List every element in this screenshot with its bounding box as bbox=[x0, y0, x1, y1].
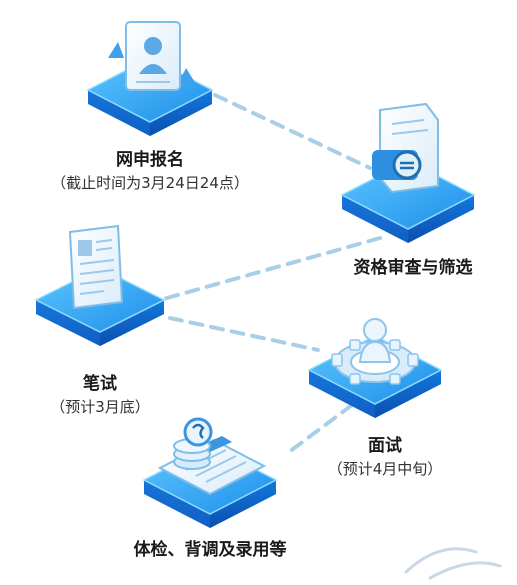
connector-1-2 bbox=[213, 93, 372, 170]
connectors bbox=[158, 93, 382, 457]
step-2-title: 资格审查与筛选 bbox=[353, 258, 473, 278]
connector-3-4 bbox=[168, 316, 320, 352]
step-5-label: 体检、背调及录用等 bbox=[100, 538, 320, 562]
step-4-note: （预计4月中旬） bbox=[327, 460, 443, 478]
id-card-icon bbox=[108, 21, 196, 91]
exam-paper-icon bbox=[68, 224, 124, 310]
step-3-title: 笔试 bbox=[83, 374, 117, 394]
step-4-label: 面试 （预计4月中旬） bbox=[290, 434, 480, 480]
interviewer-gear-icon bbox=[331, 318, 419, 385]
step-1-note: （截止时间为3月24日24点） bbox=[51, 174, 249, 192]
step-2-label: 资格审查与筛选 bbox=[318, 256, 508, 280]
clipboard-coins-icon bbox=[157, 417, 267, 496]
step-3-label: 笔试 （预计3月底） bbox=[10, 372, 190, 418]
document-check-icon bbox=[372, 102, 439, 194]
step-1-title: 网申报名 bbox=[116, 150, 184, 170]
connector-2-3 bbox=[158, 236, 382, 302]
step-4-title: 面试 bbox=[368, 436, 402, 456]
connector-4-5 bbox=[283, 403, 354, 457]
watermark-mark bbox=[404, 547, 502, 580]
step-1-label: 网申报名 （截止时间为3月24日24点） bbox=[0, 148, 300, 194]
step-3-note: （预计3月底） bbox=[50, 398, 150, 416]
step-5-title: 体检、背调及录用等 bbox=[133, 540, 287, 560]
